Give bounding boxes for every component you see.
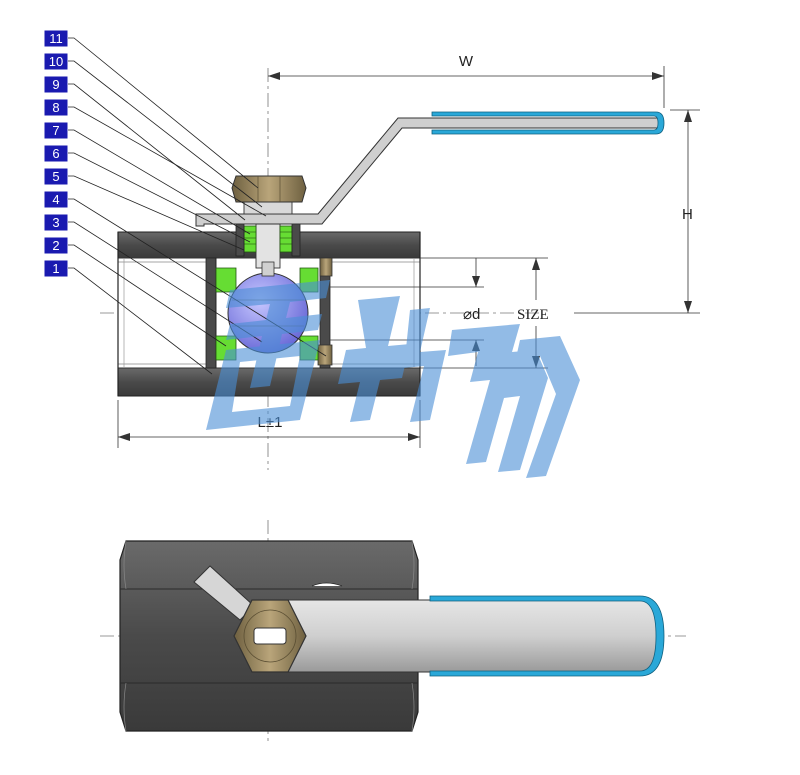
dimension-length: L±1 [117,400,421,448]
part-label-10: 10 [43,52,69,71]
svg-text:2: 2 [52,238,59,253]
svg-text:⌀d: ⌀d [463,306,480,323]
part-label-9: 9 [43,75,69,94]
part-label-11: 11 [43,29,69,48]
part-label-2: 2 [43,236,69,255]
svg-text:3: 3 [52,215,59,230]
part-number-labels: 11 10 9 8 7 6 5 4 [43,29,69,278]
handle-grip [431,111,665,135]
svg-text:4: 4 [52,192,59,207]
part-label-7: 7 [43,121,69,140]
stem-packing [279,225,293,253]
svg-text:11: 11 [49,31,63,46]
part-label-6: 6 [43,144,69,163]
dimension-w: W [268,53,665,108]
seat-ring [215,267,237,293]
plan-handle-grip [429,595,665,677]
dimension-h: H [574,109,700,314]
part-label-4: 4 [43,190,69,209]
svg-text:7: 7 [52,123,59,138]
plan-handle-lever [269,599,661,673]
part-label-5: 5 [43,167,69,186]
part-label-8: 8 [43,98,69,117]
stem-slot [253,627,287,645]
svg-text:10: 10 [49,54,63,69]
svg-text:6: 6 [52,146,59,161]
stem [255,221,281,269]
svg-text:9: 9 [52,77,59,92]
stem-nut [231,175,307,203]
part-label-1: 1 [43,259,69,278]
svg-text:1: 1 [52,261,59,276]
body-insert-nut [319,257,333,277]
svg-text:W: W [459,53,474,70]
watermark-logo: 雷纳 [206,280,580,478]
svg-text:H: H [682,206,693,223]
plan-view [100,520,686,745]
svg-text:8: 8 [52,100,59,115]
svg-text:5: 5 [52,169,59,184]
part-label-3: 3 [43,213,69,232]
stem-packing [243,225,257,253]
svg-text:SIZE: SIZE [517,307,549,323]
